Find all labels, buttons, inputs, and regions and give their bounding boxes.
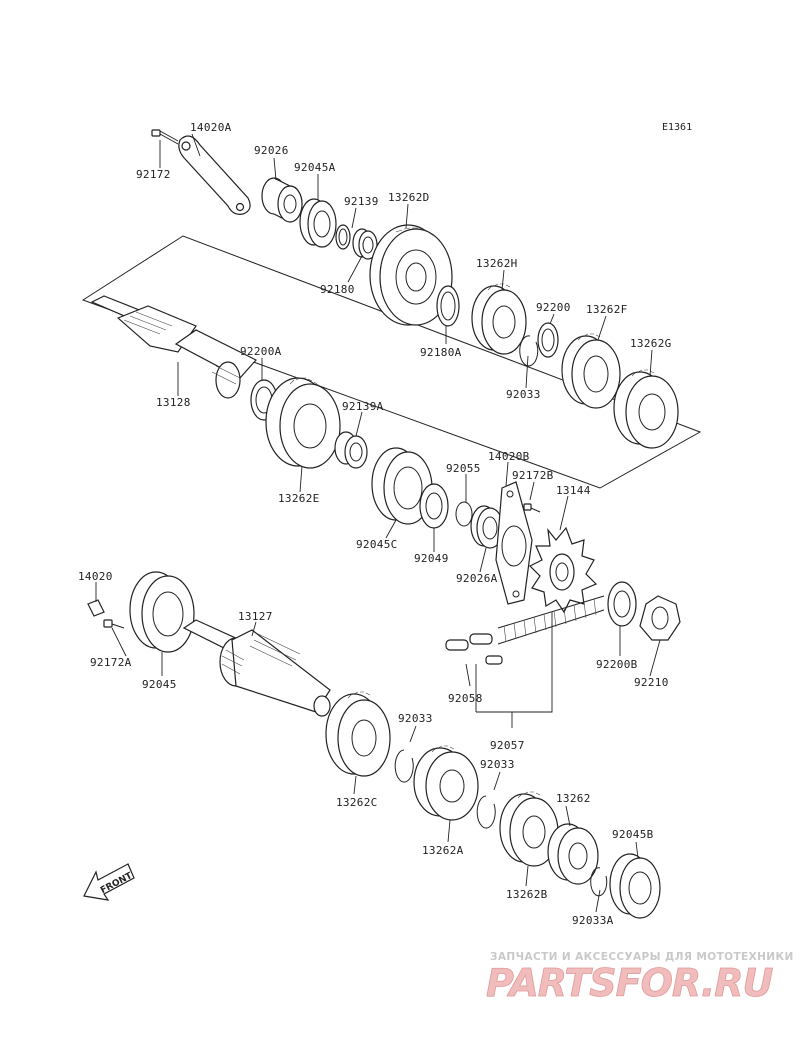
watermark: ЗАПЧАСТИ И АКСЕССУАРЫ ДЛЯ МОТОТЕХНИКИ PA… <box>486 951 794 1005</box>
gear-13262[interactable] <box>547 823 599 885</box>
label-13262H[interactable]: 13262H <box>476 257 518 270</box>
label-13262F[interactable]: 13262F <box>586 303 628 316</box>
label-92033-middle[interactable]: 92033 <box>398 712 433 725</box>
shaft-13128[interactable] <box>90 295 257 399</box>
ring-92139[interactable] <box>335 224 351 250</box>
gear-13262D[interactable] <box>369 224 453 326</box>
label-13127[interactable]: 13127 <box>238 610 273 623</box>
gear-13262G[interactable] <box>613 369 679 449</box>
chain-link-92058[interactable] <box>445 633 503 665</box>
collar-92139A[interactable] <box>334 431 368 469</box>
label-92200A[interactable]: 92200A <box>240 345 282 358</box>
bolt-92172[interactable] <box>151 129 179 145</box>
circlip-92033-upper[interactable] <box>519 335 539 367</box>
watermark-tagline: ЗАПЧАСТИ И АКСЕССУАРЫ ДЛЯ МОТОТЕХНИКИ <box>490 951 794 963</box>
chain-92057[interactable] <box>497 595 605 645</box>
leader-lines <box>95 133 661 913</box>
label-13262B[interactable]: 13262B <box>506 888 548 901</box>
label-14020B[interactable]: 14020B <box>488 450 530 463</box>
diagram-code: E1361 <box>662 122 692 133</box>
gear-13262B[interactable] <box>499 791 559 867</box>
gear-13262A[interactable] <box>413 745 479 821</box>
bearing-92045B[interactable] <box>609 853 661 919</box>
plate-14020B[interactable] <box>495 481 533 605</box>
bolt-92172A[interactable] <box>103 619 125 629</box>
label-92172A[interactable]: 92172A <box>90 656 132 669</box>
part-labels: 14020A 92172 92026 92045A 92139 13262D 9… <box>78 121 672 927</box>
label-13262[interactable]: 13262 <box>556 792 591 805</box>
nut-92210[interactable] <box>639 595 681 641</box>
label-92172B[interactable]: 92172B <box>512 469 554 482</box>
circlip-92033A[interactable] <box>590 867 608 897</box>
label-92210[interactable]: 92210 <box>634 676 669 689</box>
gear-13262H[interactable] <box>471 283 527 355</box>
label-14020[interactable]: 14020 <box>78 570 113 583</box>
seal-92049[interactable] <box>419 483 449 529</box>
clip-14020[interactable] <box>87 599 105 617</box>
label-92045A[interactable]: 92045A <box>294 161 336 174</box>
label-13262A[interactable]: 13262A <box>422 844 464 857</box>
washer-92200B[interactable] <box>607 581 637 627</box>
label-13262E[interactable]: 13262E <box>278 492 320 505</box>
label-14020A[interactable]: 14020A <box>190 121 232 134</box>
sprocket-13144[interactable] <box>528 526 598 614</box>
gear-13262E[interactable] <box>265 377 341 469</box>
label-92026A[interactable]: 92026A <box>456 572 498 585</box>
label-92180[interactable]: 92180 <box>320 283 355 296</box>
bolt-92172B[interactable] <box>523 503 541 513</box>
oring-92055[interactable] <box>455 501 473 527</box>
gear-13262F[interactable] <box>561 333 621 409</box>
label-92033-upper[interactable]: 92033 <box>506 388 541 401</box>
shaft-group-outline <box>81 235 702 489</box>
label-92026[interactable]: 92026 <box>254 144 289 157</box>
label-92139A[interactable]: 92139A <box>342 400 384 413</box>
label-92058[interactable]: 92058 <box>448 692 483 705</box>
label-92045C[interactable]: 92045C <box>356 538 398 551</box>
arm-14020A[interactable] <box>178 135 251 215</box>
label-92200[interactable]: 92200 <box>536 301 571 314</box>
circlip-92033-middle[interactable] <box>394 749 414 783</box>
watermark-logo: PARTSFOR.RU <box>486 961 774 1005</box>
bearing-92045A[interactable] <box>299 198 337 248</box>
circlip-92033-lower[interactable] <box>476 795 496 829</box>
label-92049[interactable]: 92049 <box>414 552 449 565</box>
label-13144[interactable]: 13144 <box>556 484 591 497</box>
label-92033A[interactable]: 92033A <box>572 914 614 927</box>
label-92180A[interactable]: 92180A <box>420 346 462 359</box>
label-13262G[interactable]: 13262G <box>630 337 672 350</box>
gear-13262C[interactable] <box>325 691 391 777</box>
label-92045B[interactable]: 92045B <box>612 828 654 841</box>
label-13128[interactable]: 13128 <box>156 396 191 409</box>
label-92139[interactable]: 92139 <box>344 195 379 208</box>
label-13262D[interactable]: 13262D <box>388 191 430 204</box>
label-13262C[interactable]: 13262C <box>336 796 378 809</box>
collar-92180[interactable] <box>352 228 378 260</box>
collar-92026[interactable] <box>261 177 303 223</box>
front-arrow: FRONT <box>83 863 135 901</box>
label-92045[interactable]: 92045 <box>142 678 177 691</box>
washer-92200[interactable] <box>537 322 559 358</box>
washer-92180A[interactable] <box>436 285 460 327</box>
collar-92026A[interactable] <box>470 505 504 549</box>
bearing-92045[interactable] <box>129 571 195 653</box>
label-92200B[interactable]: 92200B <box>596 658 638 671</box>
label-92057[interactable]: 92057 <box>490 739 525 752</box>
shaft-13127[interactable] <box>182 619 331 717</box>
label-92172[interactable]: 92172 <box>136 168 171 181</box>
label-92055[interactable]: 92055 <box>446 462 481 475</box>
label-92033-lower[interactable]: 92033 <box>480 758 515 771</box>
